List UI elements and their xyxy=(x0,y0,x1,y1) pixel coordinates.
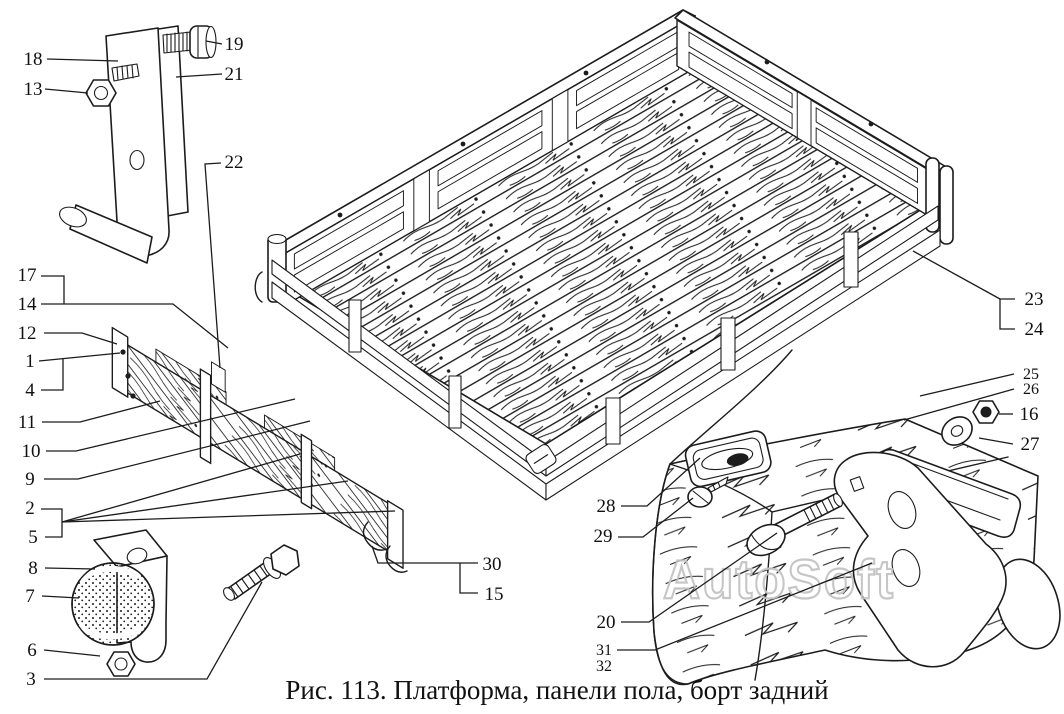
callout-8: 8 xyxy=(28,558,38,579)
callout-17: 17 xyxy=(18,265,37,286)
callout-leaders xyxy=(38,40,1015,680)
rear-board-corner-detail xyxy=(651,349,1061,686)
callout-7: 7 xyxy=(25,586,35,607)
callout-16: 16 xyxy=(1020,404,1039,425)
callout-15: 15 xyxy=(485,584,504,605)
panel-bolt xyxy=(130,393,136,399)
threaded-stud xyxy=(111,63,140,82)
buffer-bracket-detail xyxy=(71,529,168,677)
callout-18: 18 xyxy=(24,49,43,70)
rear-board-plank xyxy=(125,343,397,557)
buffer-bracket-hole xyxy=(126,547,148,565)
hinge-bracket-detail xyxy=(59,25,217,264)
bracket-hole xyxy=(129,149,145,171)
hinge-plate xyxy=(833,451,1007,668)
underframe-right xyxy=(545,205,941,501)
washer-27 xyxy=(941,416,973,446)
callout-2: 2 xyxy=(25,498,35,519)
callout-26: 26 xyxy=(1023,381,1039,398)
platform-assembly xyxy=(254,9,954,501)
callout-6: 6 xyxy=(27,640,37,661)
panel-bolt xyxy=(125,373,131,379)
callout-4: 4 xyxy=(25,380,35,401)
handle-recess xyxy=(684,430,772,488)
callout-10: 10 xyxy=(22,441,41,462)
nut-6 xyxy=(106,651,136,677)
callout-22: 22 xyxy=(225,152,244,173)
callout-28: 28 xyxy=(597,496,616,517)
callout-19: 19 xyxy=(225,34,244,55)
bolt-3-head xyxy=(270,544,300,576)
panel-end-plate-left xyxy=(111,326,129,398)
callout-13: 13 xyxy=(24,79,43,100)
screw-29 xyxy=(687,476,729,508)
nut-16 xyxy=(972,400,1000,424)
bolt-3-detail xyxy=(222,544,300,601)
end-knob xyxy=(995,558,1061,650)
rail-bolt-head xyxy=(868,121,874,127)
callout-23: 23 xyxy=(1025,289,1044,310)
callout-9: 9 xyxy=(25,469,35,490)
callout-numbers: 18 13 19 21 22 17 14 12 1 4 11 10 9 2 5 … xyxy=(18,34,1045,690)
callout-31: 31 xyxy=(596,642,612,659)
corner-latch xyxy=(525,444,557,474)
callout-3: 3 xyxy=(26,669,36,690)
right-board-face xyxy=(676,19,936,221)
callout-21: 21 xyxy=(225,64,244,85)
callout-20: 20 xyxy=(597,612,616,633)
underframe-left xyxy=(271,259,547,501)
rubber-buffer xyxy=(71,562,155,646)
panel-bolt xyxy=(120,349,126,355)
callout-5: 5 xyxy=(28,527,38,548)
panel-hinge-hook xyxy=(362,521,388,551)
callout-25: 25 xyxy=(1023,366,1039,383)
figure-caption: Рис. 113. Платформа, панели пола, борт з… xyxy=(285,675,828,705)
nut-13 xyxy=(85,79,117,107)
rail-bolt-head xyxy=(764,59,770,65)
panel-hinge-hook xyxy=(385,545,408,573)
bracket-tube xyxy=(59,204,153,264)
callout-32: 32 xyxy=(596,658,612,675)
rail-bolt-head xyxy=(460,141,466,147)
callout-1: 1 xyxy=(25,351,35,372)
callout-11: 11 xyxy=(18,412,36,433)
rail-bolt-head xyxy=(583,70,589,76)
callout-24: 24 xyxy=(1025,319,1045,340)
rear-board-top-plank xyxy=(264,414,336,472)
bolt-19 xyxy=(162,25,217,59)
callout-30: 30 xyxy=(483,554,502,575)
panel-hinge-strap xyxy=(300,433,313,510)
rail-bolt-head xyxy=(337,212,343,218)
callout-27: 27 xyxy=(1021,434,1040,455)
callout-14: 14 xyxy=(18,294,38,315)
rear-board-panel xyxy=(111,326,408,573)
callout-12: 12 xyxy=(18,323,37,344)
panel-latch-tab xyxy=(211,361,226,393)
panel-hinge-strap xyxy=(199,368,212,465)
callout-29: 29 xyxy=(594,526,613,547)
